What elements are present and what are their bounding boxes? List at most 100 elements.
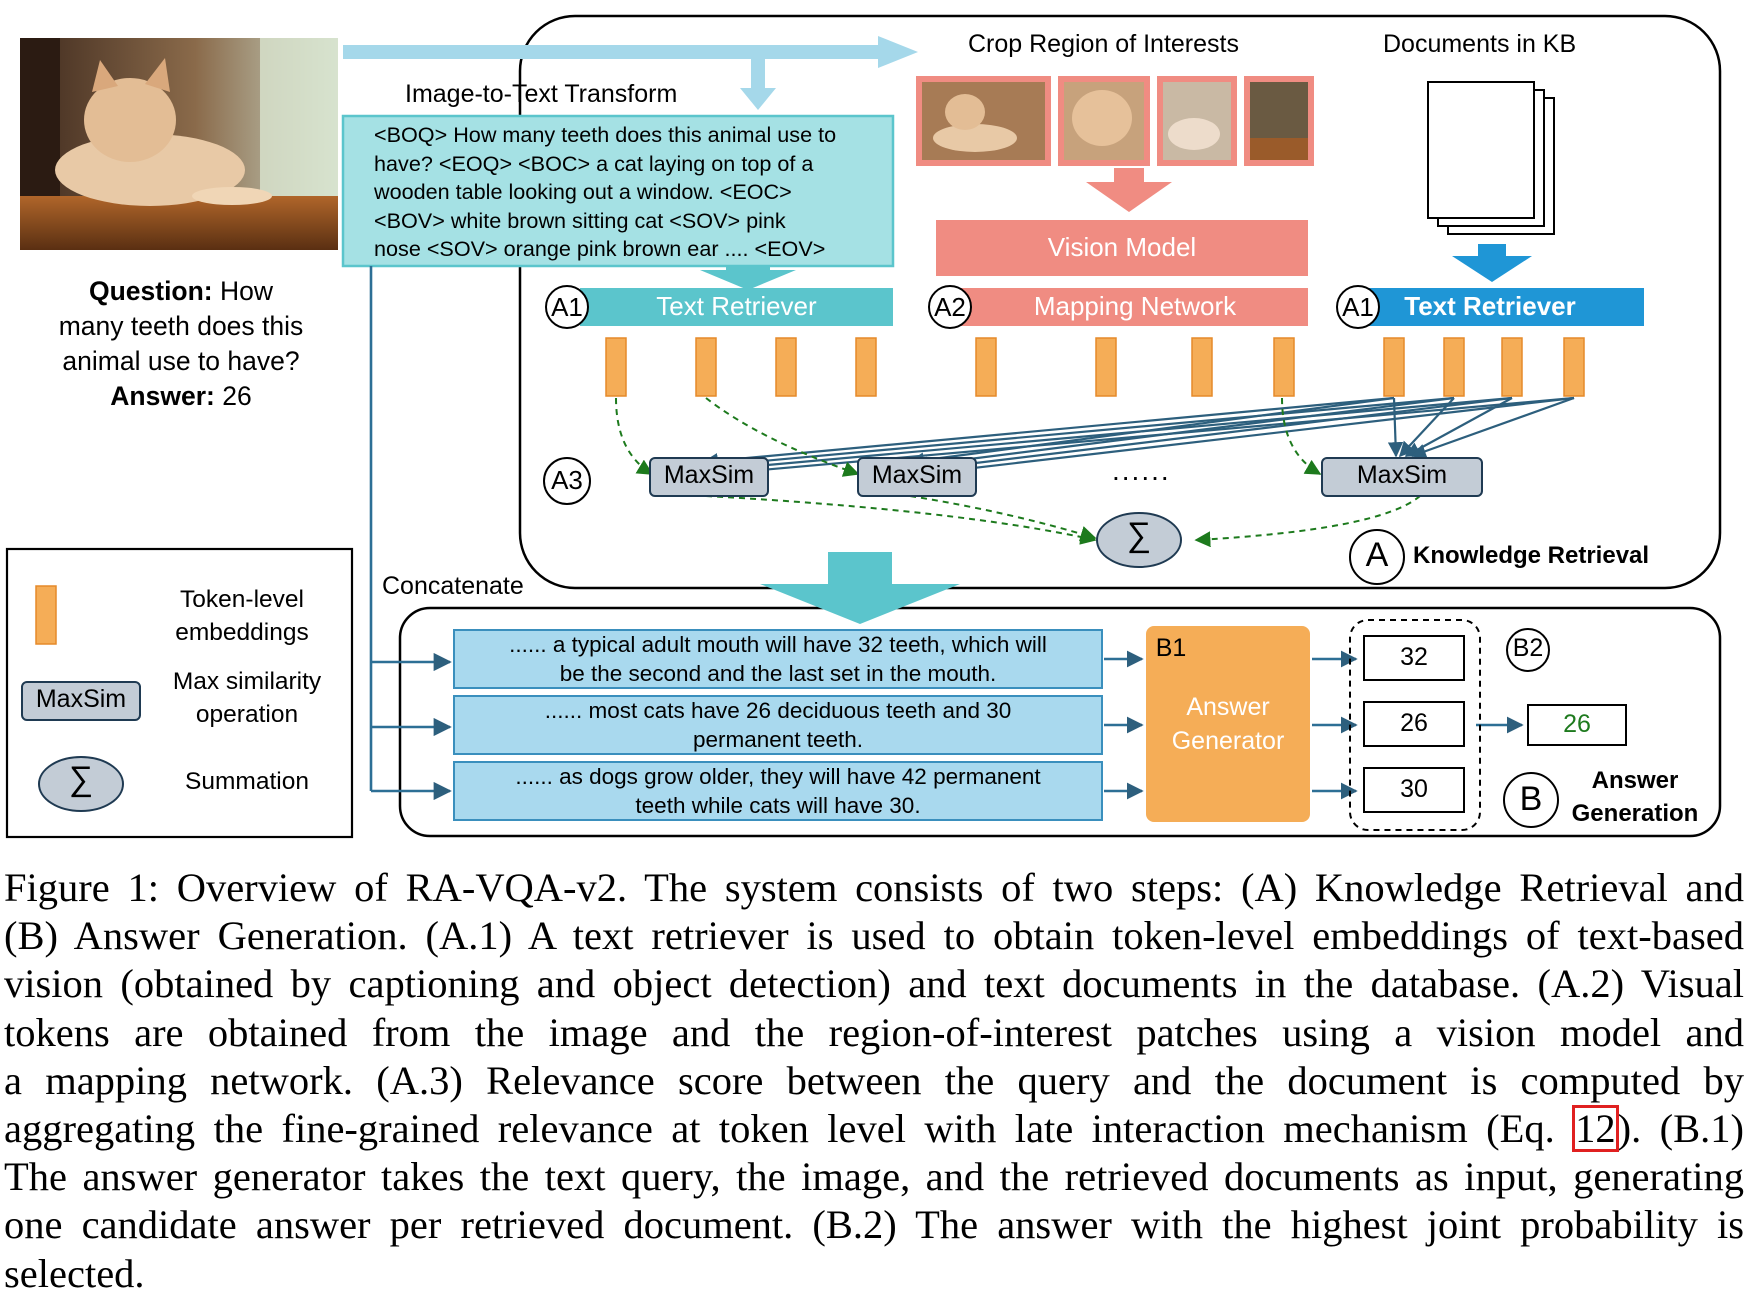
equation-ref-link[interactable]: 12 — [1572, 1105, 1619, 1153]
label-b2: B2 — [1512, 634, 1544, 662]
doc-2-line-1: ...... most cats have 26 deciduous teeth… — [544, 698, 1012, 723]
caption-line-3: vision (obtained by captioning and objec… — [4, 961, 1744, 1007]
token-embeddings — [605, 337, 1585, 397]
legend-token-label: Token-level embeddings — [152, 583, 332, 649]
caption-line-6-b: ). (B.1) — [1617, 1106, 1744, 1152]
label-a3: A3 — [551, 465, 583, 495]
legend-maxsim-line-1: Max similarity — [172, 668, 322, 695]
legend-sum-swatch — [38, 756, 124, 812]
knowledge-retrieval-region — [518, 14, 1722, 590]
doc-3-line-2: teeth while cats will have 30. — [635, 793, 921, 818]
transform-line-4: <BOV> white brown sitting cat <SOV> pink — [374, 207, 786, 233]
caption-line-1: Figure 1: Overview of RA-VQA-v2. The sys… — [4, 865, 1744, 910]
candidate-group — [1349, 619, 1481, 831]
label-a: A — [1365, 536, 1389, 574]
legend-sum-symbol: ∑ — [68, 760, 94, 798]
ellipsis: ...... — [1112, 455, 1171, 486]
transform-line-3: wooden table looking out a window. <EOC> — [374, 179, 792, 204]
doc-box-1 — [453, 629, 1103, 689]
answer-generator-label: Answer Generator — [1146, 690, 1310, 758]
mapping-network-box — [940, 288, 1308, 326]
transform-text: <BOQ> How many teeth does this animal us… — [374, 121, 836, 264]
documents-stack — [1427, 81, 1555, 235]
legend-maxsim-swatch — [21, 681, 141, 721]
legend-token-line-2: embeddings — [175, 619, 309, 646]
image-to-text-box — [341, 114, 895, 268]
label-a1-right: A1 — [1342, 292, 1374, 322]
doc-1-line-1: ...... a typical adult mouth will have 3… — [509, 632, 1047, 657]
concatenate-lines — [369, 266, 452, 801]
legend-token-line-1: Token-level — [180, 586, 304, 613]
final-answer-box — [1527, 704, 1627, 746]
kb-title: Documents in KB — [1383, 30, 1577, 58]
caption-line-9: selected. — [4, 1250, 145, 1296]
label-b1: B1 — [1155, 634, 1187, 662]
section-b-title: Answer Generation — [1560, 764, 1710, 830]
doc-box-3 — [453, 761, 1103, 821]
answer-generator-line-2: Generator — [1171, 727, 1285, 755]
legend-token-swatch — [35, 585, 57, 645]
label-b: B — [1519, 780, 1543, 818]
caption-line-4: tokens are obtained from the image and t… — [4, 1009, 1744, 1055]
maxsim-box-1 — [649, 457, 769, 497]
answer-box-2 — [1363, 701, 1465, 747]
caption-line-6: aggregating the fine-grained relevance a… — [4, 1105, 1744, 1153]
sum-symbol: ∑ — [1126, 516, 1152, 554]
text-retriever-left-box — [580, 288, 893, 326]
doc-text-2: ...... most cats have 26 deciduous teeth… — [454, 696, 1102, 754]
caption-line-2: (B) Answer Generation. (A.1) A text retr… — [4, 913, 1744, 959]
answer-box-1 — [1363, 635, 1465, 681]
doc-3-line-1: ...... as dogs grow older, they will hav… — [515, 764, 1041, 789]
doc-2-line-2: permanent teeth. — [692, 727, 864, 752]
text-retriever-left-label: Text Retriever — [656, 291, 817, 321]
label-a2: A2 — [934, 292, 966, 322]
vision-model-box — [936, 220, 1308, 276]
question-block: Question: How many teeth does this anima… — [24, 274, 338, 414]
token-flow-arrows — [615, 397, 1421, 548]
transform-line-5: nose <SOV> orange pink brown ear .... <E… — [374, 236, 826, 261]
maxsim-box-2 — [857, 457, 977, 497]
legend-maxsim-box-label: MaxSim — [35, 685, 127, 713]
label-a1-left: A1 — [551, 292, 583, 322]
cat-photo — [20, 38, 338, 250]
legend-box — [5, 547, 354, 839]
maxsim-label-3: MaxSim — [1356, 461, 1448, 489]
section-b-line-1: Answer — [1591, 767, 1679, 794]
transform-title: Image-to-Text Transform — [405, 80, 678, 108]
maxsim-box-3 — [1321, 457, 1483, 497]
doc-to-generator-arrows — [1104, 650, 1144, 800]
question-line-3: animal use to have? — [62, 346, 300, 376]
section-b-line-2: Generation — [1571, 800, 1699, 827]
transform-line-1: <BOQ> How many teeth does this animal us… — [374, 122, 837, 147]
overview-figure — [5, 14, 1722, 839]
caption-line-5: a mapping network. (A.3) Relevance score… — [4, 1057, 1744, 1103]
caption-line-8: one candidate answer per retrieved docum… — [4, 1202, 1744, 1248]
figure-caption: Figure 1: Overview of RA-VQA-v2. The sys… — [4, 864, 1744, 1298]
doc-text-3: ...... as dogs grow older, they will hav… — [454, 762, 1102, 820]
text-retriever-right-label: Text Retriever — [1404, 291, 1576, 321]
mapping-network-label: Mapping Network — [1033, 291, 1237, 321]
question-label: Question: — [88, 276, 213, 306]
question-line-1: How — [220, 276, 274, 306]
answer-value: 26 — [222, 381, 252, 411]
answer-candidate-2: 26 — [1400, 709, 1428, 737]
answer-candidate-3: 30 — [1400, 775, 1428, 803]
answer-generation-region — [398, 606, 1722, 838]
final-answer: 26 — [1563, 710, 1591, 738]
answer-candidate-1: 32 — [1400, 643, 1428, 671]
transform-line-2: have? <EOQ> <BOC> a cat laying on top of… — [374, 150, 814, 176]
answer-generator-line-1: Answer — [1186, 693, 1270, 721]
maxsim-connections — [702, 396, 1575, 481]
vision-model-label: Vision Model — [1047, 232, 1197, 262]
crop-thumbnails — [916, 76, 1314, 166]
question-line-2: many teeth does this — [58, 311, 304, 341]
legend-maxsim-line-2: operation — [195, 701, 299, 728]
legend-sum-label: Summation — [185, 768, 309, 795]
crop-title: Crop Region of Interests — [968, 30, 1239, 58]
maxsim-label-2: MaxSim — [871, 461, 963, 489]
section-a-title: Knowledge Retrieval — [1413, 542, 1650, 569]
summation-node — [1096, 512, 1182, 568]
legend-maxsim-label: Max similarity operation — [152, 665, 342, 731]
doc-box-2 — [453, 695, 1103, 755]
generator-to-answer-arrows — [1312, 650, 1524, 800]
